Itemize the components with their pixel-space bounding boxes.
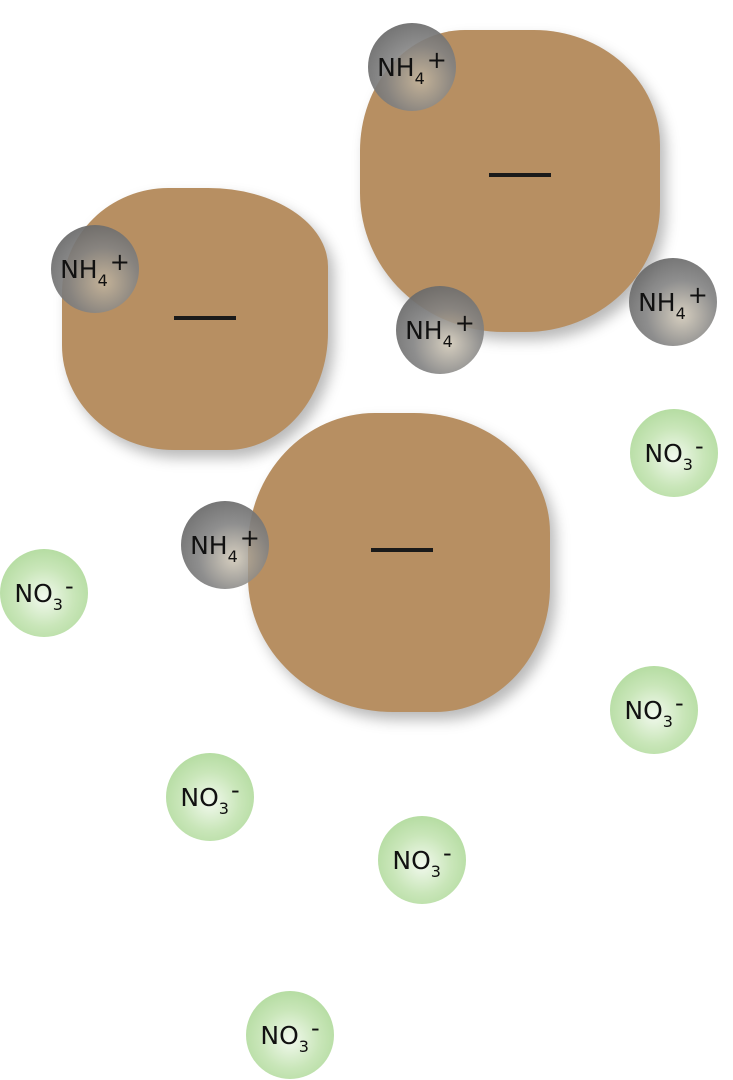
ion-formula: NH (377, 53, 415, 82)
nitrate-ion: NO3- (630, 409, 718, 497)
ion-formula: NO (260, 1021, 299, 1050)
ion-charge: - (64, 572, 74, 600)
ion-subscript: 4 (97, 271, 108, 290)
ion-charge: - (442, 839, 452, 867)
ammonium-ion: NH4+ (181, 501, 269, 589)
ion-subscript: 4 (442, 332, 453, 351)
nitrate-ion: NO3- (246, 991, 334, 1079)
ion-formula: NO (180, 783, 219, 812)
ion-charge: + (454, 309, 475, 337)
ion-subscript: 4 (414, 69, 425, 88)
ion-formula: NH (190, 531, 228, 560)
ion-formula: NO (624, 696, 663, 725)
ion-charge: - (230, 776, 240, 804)
soil-particle (248, 413, 550, 712)
ion-subscript: 3 (298, 1037, 309, 1056)
negative-charge-mark (371, 548, 433, 552)
ion-charge: - (310, 1014, 320, 1042)
nitrate-ion: NO3- (378, 816, 466, 904)
ion-subscript: 4 (675, 304, 686, 323)
nitrate-ion: NO3- (0, 549, 88, 637)
ammonium-ion: NH4+ (396, 286, 484, 374)
negative-charge-mark (174, 316, 236, 320)
ion-subscript: 3 (218, 799, 229, 818)
ion-charge: + (109, 248, 130, 276)
ion-charge: + (239, 524, 260, 552)
ion-subscript: 4 (227, 547, 238, 566)
ion-subscript: 3 (52, 595, 63, 614)
ammonium-ion: NH4+ (368, 23, 456, 111)
ion-subscript: 3 (682, 455, 693, 474)
ion-formula: NO (644, 439, 683, 468)
negative-charge-mark (489, 173, 551, 177)
nitrate-ion: NO3- (166, 753, 254, 841)
ion-formula: NH (638, 288, 676, 317)
ion-formula: NO (14, 579, 53, 608)
ion-formula: NO (392, 846, 431, 875)
ion-subscript: 3 (430, 862, 441, 881)
ion-charge: - (694, 432, 704, 460)
ion-formula: NH (60, 255, 98, 284)
nitrate-ion: NO3- (610, 666, 698, 754)
ion-formula: NH (405, 316, 443, 345)
ion-subscript: 3 (662, 712, 673, 731)
ammonium-ion: NH4+ (51, 225, 139, 313)
ion-charge: + (426, 46, 447, 74)
ion-charge: - (674, 689, 684, 717)
ion-charge: + (687, 281, 708, 309)
ammonium-ion: NH4+ (629, 258, 717, 346)
